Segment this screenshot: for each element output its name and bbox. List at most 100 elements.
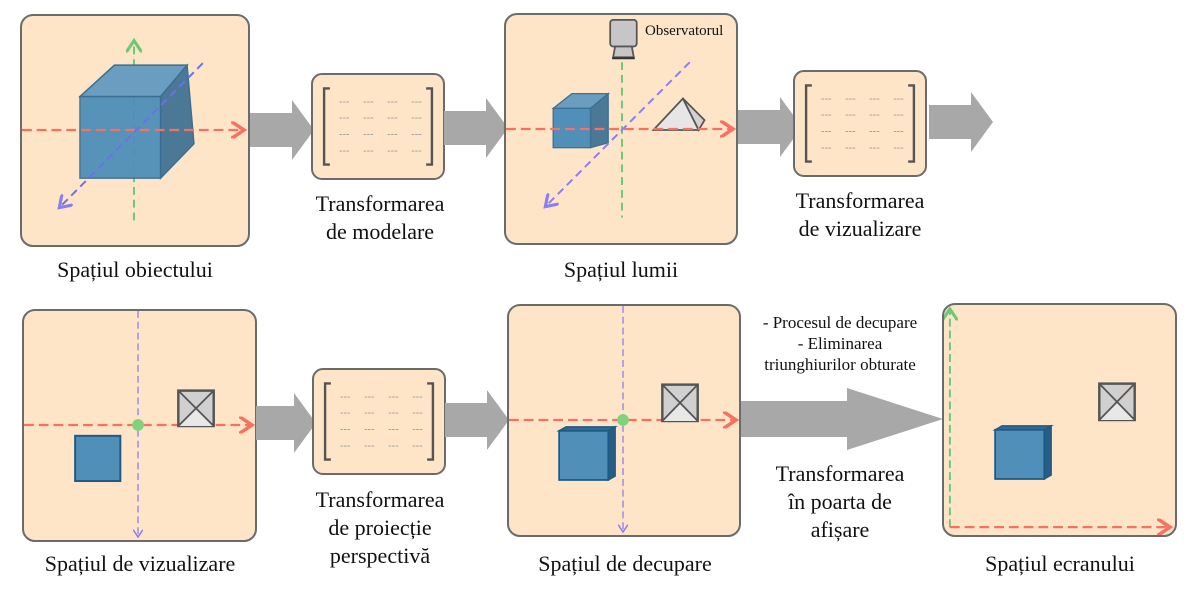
matrix-entry: --- [388, 440, 399, 452]
screen-space-scene [944, 305, 1175, 535]
matrix-entry: --- [845, 109, 856, 121]
cube-front-face [79, 95, 162, 179]
matrix-entry: --- [340, 391, 351, 403]
matrix-entry: --- [821, 109, 832, 121]
modeling-transform-line1: Transformarea [315, 191, 445, 216]
matrix-right-bracket [908, 84, 916, 163]
matrix-entry: --- [364, 391, 375, 403]
matrix-entry: --- [363, 129, 374, 141]
matrix-4x4-icon: --- --- --- --- --- --- --- --- --- --- --- --- --- -… [322, 87, 434, 166]
clip-space-panel [507, 304, 741, 537]
matrix-left-bracket [323, 382, 331, 461]
matrix-entry: --- [387, 96, 398, 108]
matrix-entry: --- [363, 112, 374, 124]
screen-space-label: Spațiul ecranului [985, 551, 1135, 576]
pyramid-top-view-icon [661, 383, 699, 423]
modeling-transform-line2: de modelare [325, 219, 435, 244]
note-clipping: - Procesul de decupare [762, 313, 918, 332]
pipeline-arrow-3 [738, 97, 802, 157]
matrix-entry: --- [411, 145, 422, 157]
z-axis [545, 61, 691, 206]
pipeline-arrow-7 [741, 388, 943, 450]
matrix-entry: --- [387, 112, 398, 124]
pyramid-top-view-icon [177, 389, 215, 428]
matrix-entry: --- [339, 96, 350, 108]
matrix-entry: --- [340, 407, 351, 419]
matrix-entry: --- [411, 112, 422, 124]
object-space-scene [22, 16, 248, 221]
matrix-entry: --- [845, 142, 856, 154]
matrix-entry: --- [893, 109, 904, 121]
clip-space-scene [509, 306, 739, 535]
projection-transform-line3: perspectivă [329, 543, 431, 568]
matrix-entry: --- [821, 93, 832, 105]
projection-transform-line1: Transformarea [315, 487, 445, 512]
origin-point [617, 414, 629, 426]
object-space-panel [20, 14, 250, 247]
pipeline-arrow-4 [929, 92, 993, 152]
world-space-label: Spațiul lumii [563, 257, 679, 282]
origin-point [132, 419, 144, 431]
pipeline-arrow-1 [250, 100, 314, 160]
matrix-entry: --- [364, 424, 375, 436]
matrix-entry: --- [340, 440, 351, 452]
matrix-4x4-icon: --- --- --- --- --- --- --- --- --- --- --- --- --- -… [323, 382, 435, 461]
viewport-transform-line2: în poarta de [788, 489, 892, 514]
matrix-entry: --- [363, 145, 374, 157]
observer-label: Observatorul [645, 23, 724, 39]
view-transform-line2: de vizualizare [798, 216, 922, 241]
matrix-entry: --- [340, 424, 351, 436]
matrix-entry: --- [869, 142, 880, 154]
modeling-matrix: --- --- --- --- --- --- --- --- --- --- --- --- --- -… [311, 73, 445, 180]
projection-transform-label: Transformarea de proiecție perspectivă [290, 486, 470, 570]
matrix-entry: --- [893, 93, 904, 105]
pyramid-icon [651, 97, 706, 132]
matrix-entry: --- [364, 440, 375, 452]
matrix-entry: --- [869, 93, 880, 105]
matrix-entry: --- [388, 424, 399, 436]
viewport-transform-line3: afișare [810, 517, 870, 542]
matrix-entry: --- [821, 142, 832, 154]
note-occluded-triangles: triunghiurilor obturate [764, 355, 916, 374]
matrix-entry: --- [388, 407, 399, 419]
pipeline-arrow-6 [445, 390, 509, 450]
view-space-scene [24, 311, 255, 540]
matrix-entry: --- [339, 112, 350, 124]
pipeline-arrow-5 [256, 393, 316, 453]
matrix-entry: --- [387, 145, 398, 157]
matrix-left-bracket [322, 87, 330, 166]
cube-icon [74, 434, 122, 483]
matrix-entry: --- [412, 440, 423, 452]
camera-icon [609, 19, 638, 60]
cube-icon [992, 424, 1054, 481]
projection-transform-line2: de proiecție [328, 515, 432, 540]
view-space-panel [22, 309, 257, 542]
world-space-scene [506, 19, 736, 218]
matrix-4x4-icon: ----------------------------------------… [804, 84, 916, 163]
view-transform-label: Transformarea de vizualizare [770, 187, 950, 243]
view-matrix: ----------------------------------------… [793, 70, 927, 177]
viewport-transform-line1: Transformarea [775, 461, 905, 486]
viewport-transform-label: Transformarea în poarta de afișare [750, 460, 930, 544]
object-space-label: Spațiul obiectului [57, 257, 213, 282]
matrix-entry: --- [845, 93, 856, 105]
matrix-entry: --- [412, 424, 423, 436]
matrix-entry: --- [869, 126, 880, 138]
matrix-entry: --- [411, 129, 422, 141]
matrix-entry: --- [364, 407, 375, 419]
view-transform-line1: Transformarea [795, 188, 925, 213]
note-eliminate: - Eliminarea [797, 334, 883, 353]
matrix-entry: --- [411, 96, 422, 108]
matrix-right-bracket [427, 382, 435, 461]
view-space-label: Spațiul de vizualizare [44, 551, 236, 576]
matrix-entry: --- [821, 126, 832, 138]
matrix-entry: --- [363, 96, 374, 108]
matrix-left-bracket [804, 84, 812, 163]
pipeline-arrow-2 [444, 98, 508, 158]
clip-space-label: Spațiul de decupare [538, 551, 712, 576]
matrix-entry: --- [388, 391, 399, 403]
pyramid-top-view-icon [1098, 382, 1136, 422]
matrix-entry: --- [339, 129, 350, 141]
screen-space-panel [942, 303, 1177, 537]
cube-icon [556, 425, 618, 482]
